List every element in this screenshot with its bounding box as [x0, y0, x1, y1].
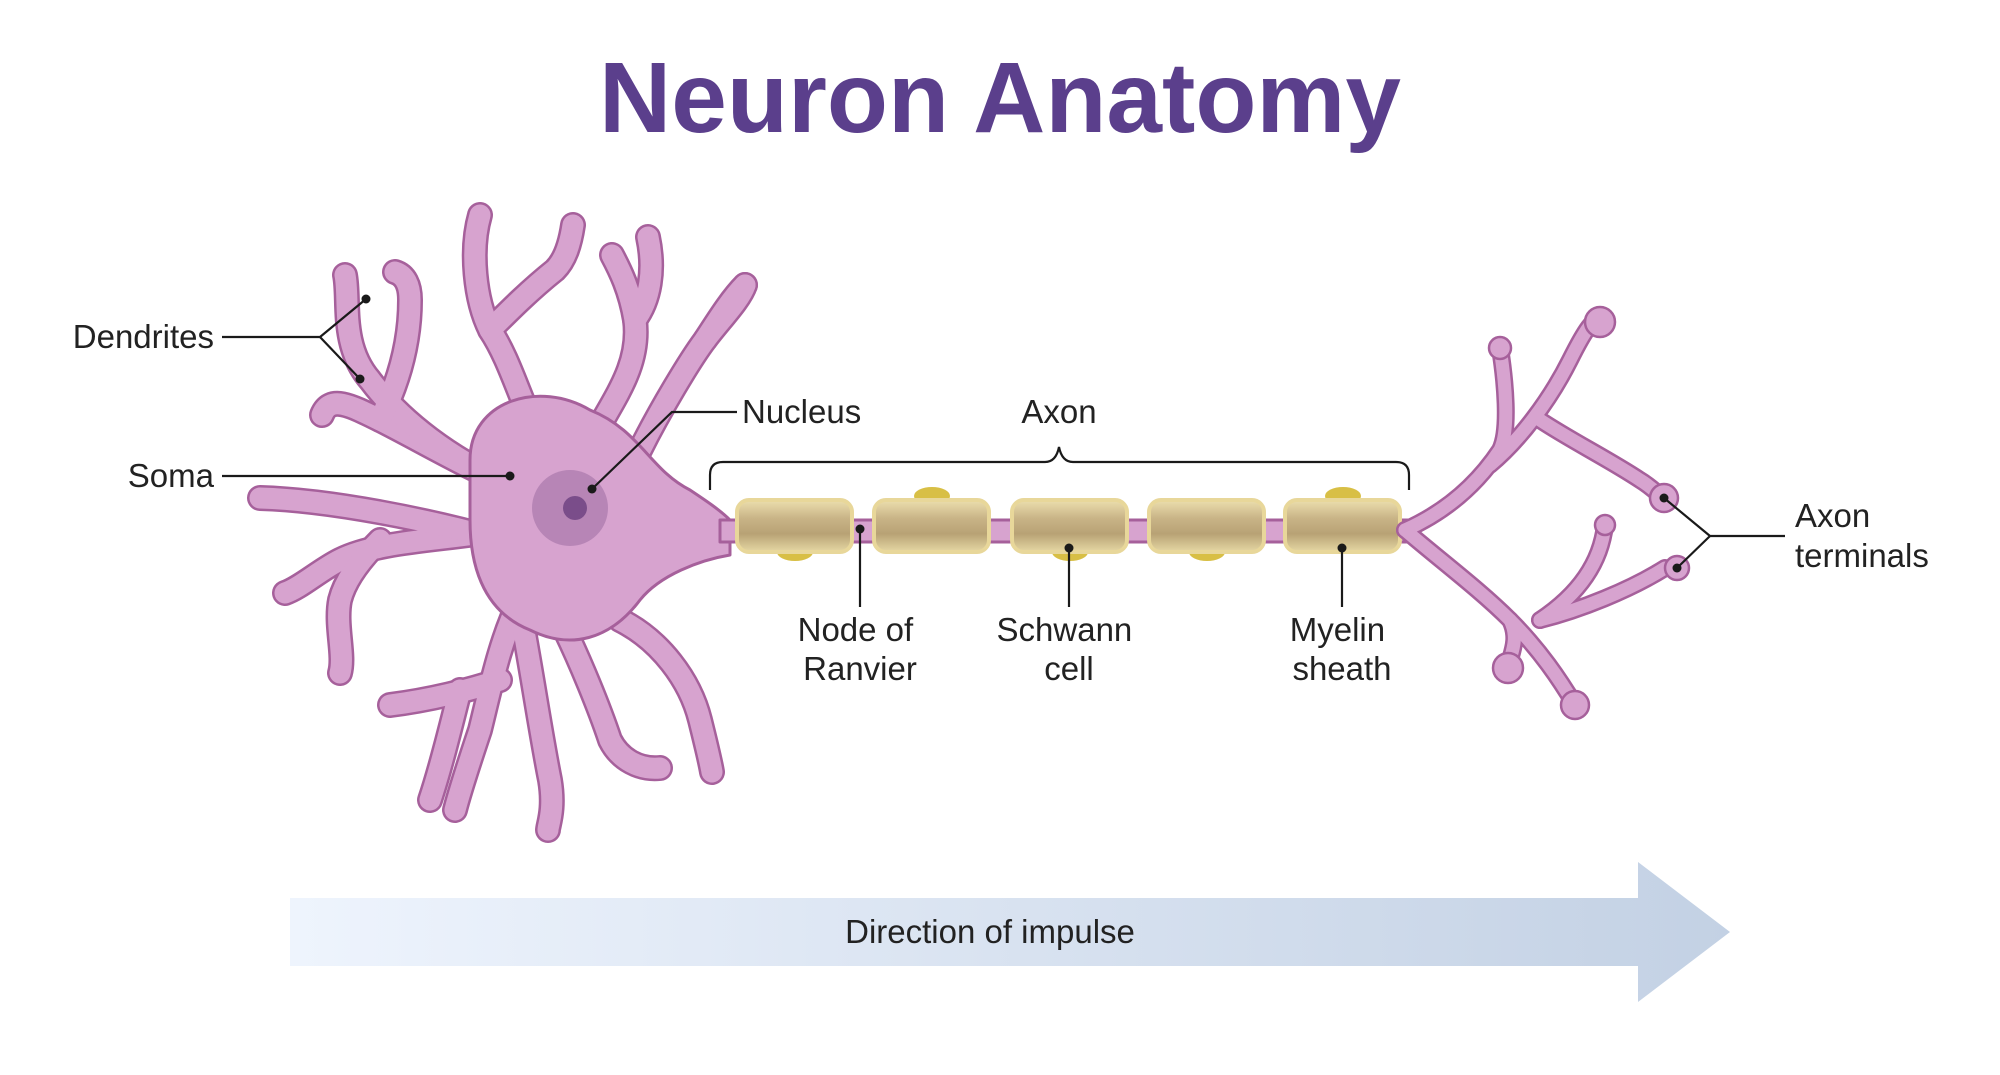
neuron-illustration [247, 202, 1691, 843]
dendrite-branch [479, 214, 584, 341]
axon-terminals-leader-2 [1676, 535, 1711, 569]
axon-terminal-bulb [1583, 305, 1617, 339]
schwann-cell-dot [1064, 543, 1074, 553]
dendrite-branch [419, 679, 471, 811]
axon-terminals-label-line-2: terminals [1795, 537, 1929, 574]
schwann-cell-label: Schwann cell [997, 611, 1142, 687]
dendrite-branch [549, 609, 671, 779]
nucleus-leader [591, 410, 737, 490]
myelin-segment [735, 498, 854, 554]
node-of-ranvier-label: Node of Ranvier [798, 611, 923, 687]
myelin-segment [872, 498, 991, 554]
axon-terminal-bulb [1559, 689, 1591, 721]
leader-lines [222, 294, 1785, 607]
axon-terminal-bulb [1487, 335, 1513, 361]
dendrite-branch [624, 226, 662, 331]
node-of-ranvier-dot [855, 524, 865, 534]
myelin-sheath-label: Myelin sheath [1290, 611, 1395, 687]
dendrites-leader-2 [319, 336, 361, 380]
axon-terminals-label: Axon terminals [1795, 497, 1929, 574]
dendrites-dot-2 [355, 374, 365, 384]
axon-terminals-leader [1663, 497, 1785, 538]
impulse-arrow: Direction of impulse [290, 862, 1730, 1002]
nucleolus-shape [563, 496, 587, 520]
dendrite-branch [589, 244, 647, 436]
nucleus-dot [587, 484, 597, 494]
dendrite-branch [369, 261, 421, 431]
dendrites-label: Dendrites [73, 318, 214, 355]
impulse-arrow-shape [290, 862, 1730, 1002]
schwann-cell-label-line-1: Schwann [997, 611, 1133, 648]
node-of-ranvier-label-line-2: Ranvier [803, 650, 917, 687]
node-of-ranvier-label-line-1: Node of [798, 611, 914, 648]
labels: Dendrites Soma Nucleus Axon Node of Ranv… [73, 318, 1929, 687]
soma-dot [505, 471, 515, 481]
axon-brace [708, 446, 1411, 490]
axon-terminal-branch [1533, 413, 1669, 504]
myelin-segment [1147, 498, 1266, 554]
myelin-sheath-label-line-1: Myelin [1290, 611, 1385, 648]
myelin-segments [735, 487, 1402, 561]
axon-terminal-bulb [1593, 513, 1617, 537]
dendrite-branch [444, 589, 531, 821]
soma-label: Soma [128, 457, 215, 494]
dendrite-branch [334, 264, 531, 501]
myelin-sheath-dot [1337, 543, 1347, 553]
axon-terminal-bulb [1491, 651, 1525, 685]
impulse-arrow-label: Direction of impulse [845, 913, 1135, 950]
dendrite-branch [694, 274, 756, 351]
schwann-cell-label-line-2: cell [1044, 650, 1094, 687]
dendrite-branch [509, 599, 563, 841]
page-title: Neuron Anatomy [599, 42, 1401, 154]
axon-terminals-dot-2 [1672, 563, 1682, 573]
dendrite-branch [609, 609, 723, 783]
axon-terminal-branch [1398, 341, 1513, 537]
dendrite-branch [328, 529, 391, 684]
dendrites-dot-1 [361, 294, 371, 304]
nucleus-label: Nucleus [742, 393, 861, 430]
axon-terminals-dot-1 [1659, 493, 1669, 503]
myelin-sheath-label-line-2: sheath [1292, 650, 1391, 687]
axon-terminal-branch [1533, 561, 1672, 627]
axon-label: Axon [1021, 393, 1096, 430]
axon-terminals-label-line-1: Axon [1795, 497, 1870, 534]
